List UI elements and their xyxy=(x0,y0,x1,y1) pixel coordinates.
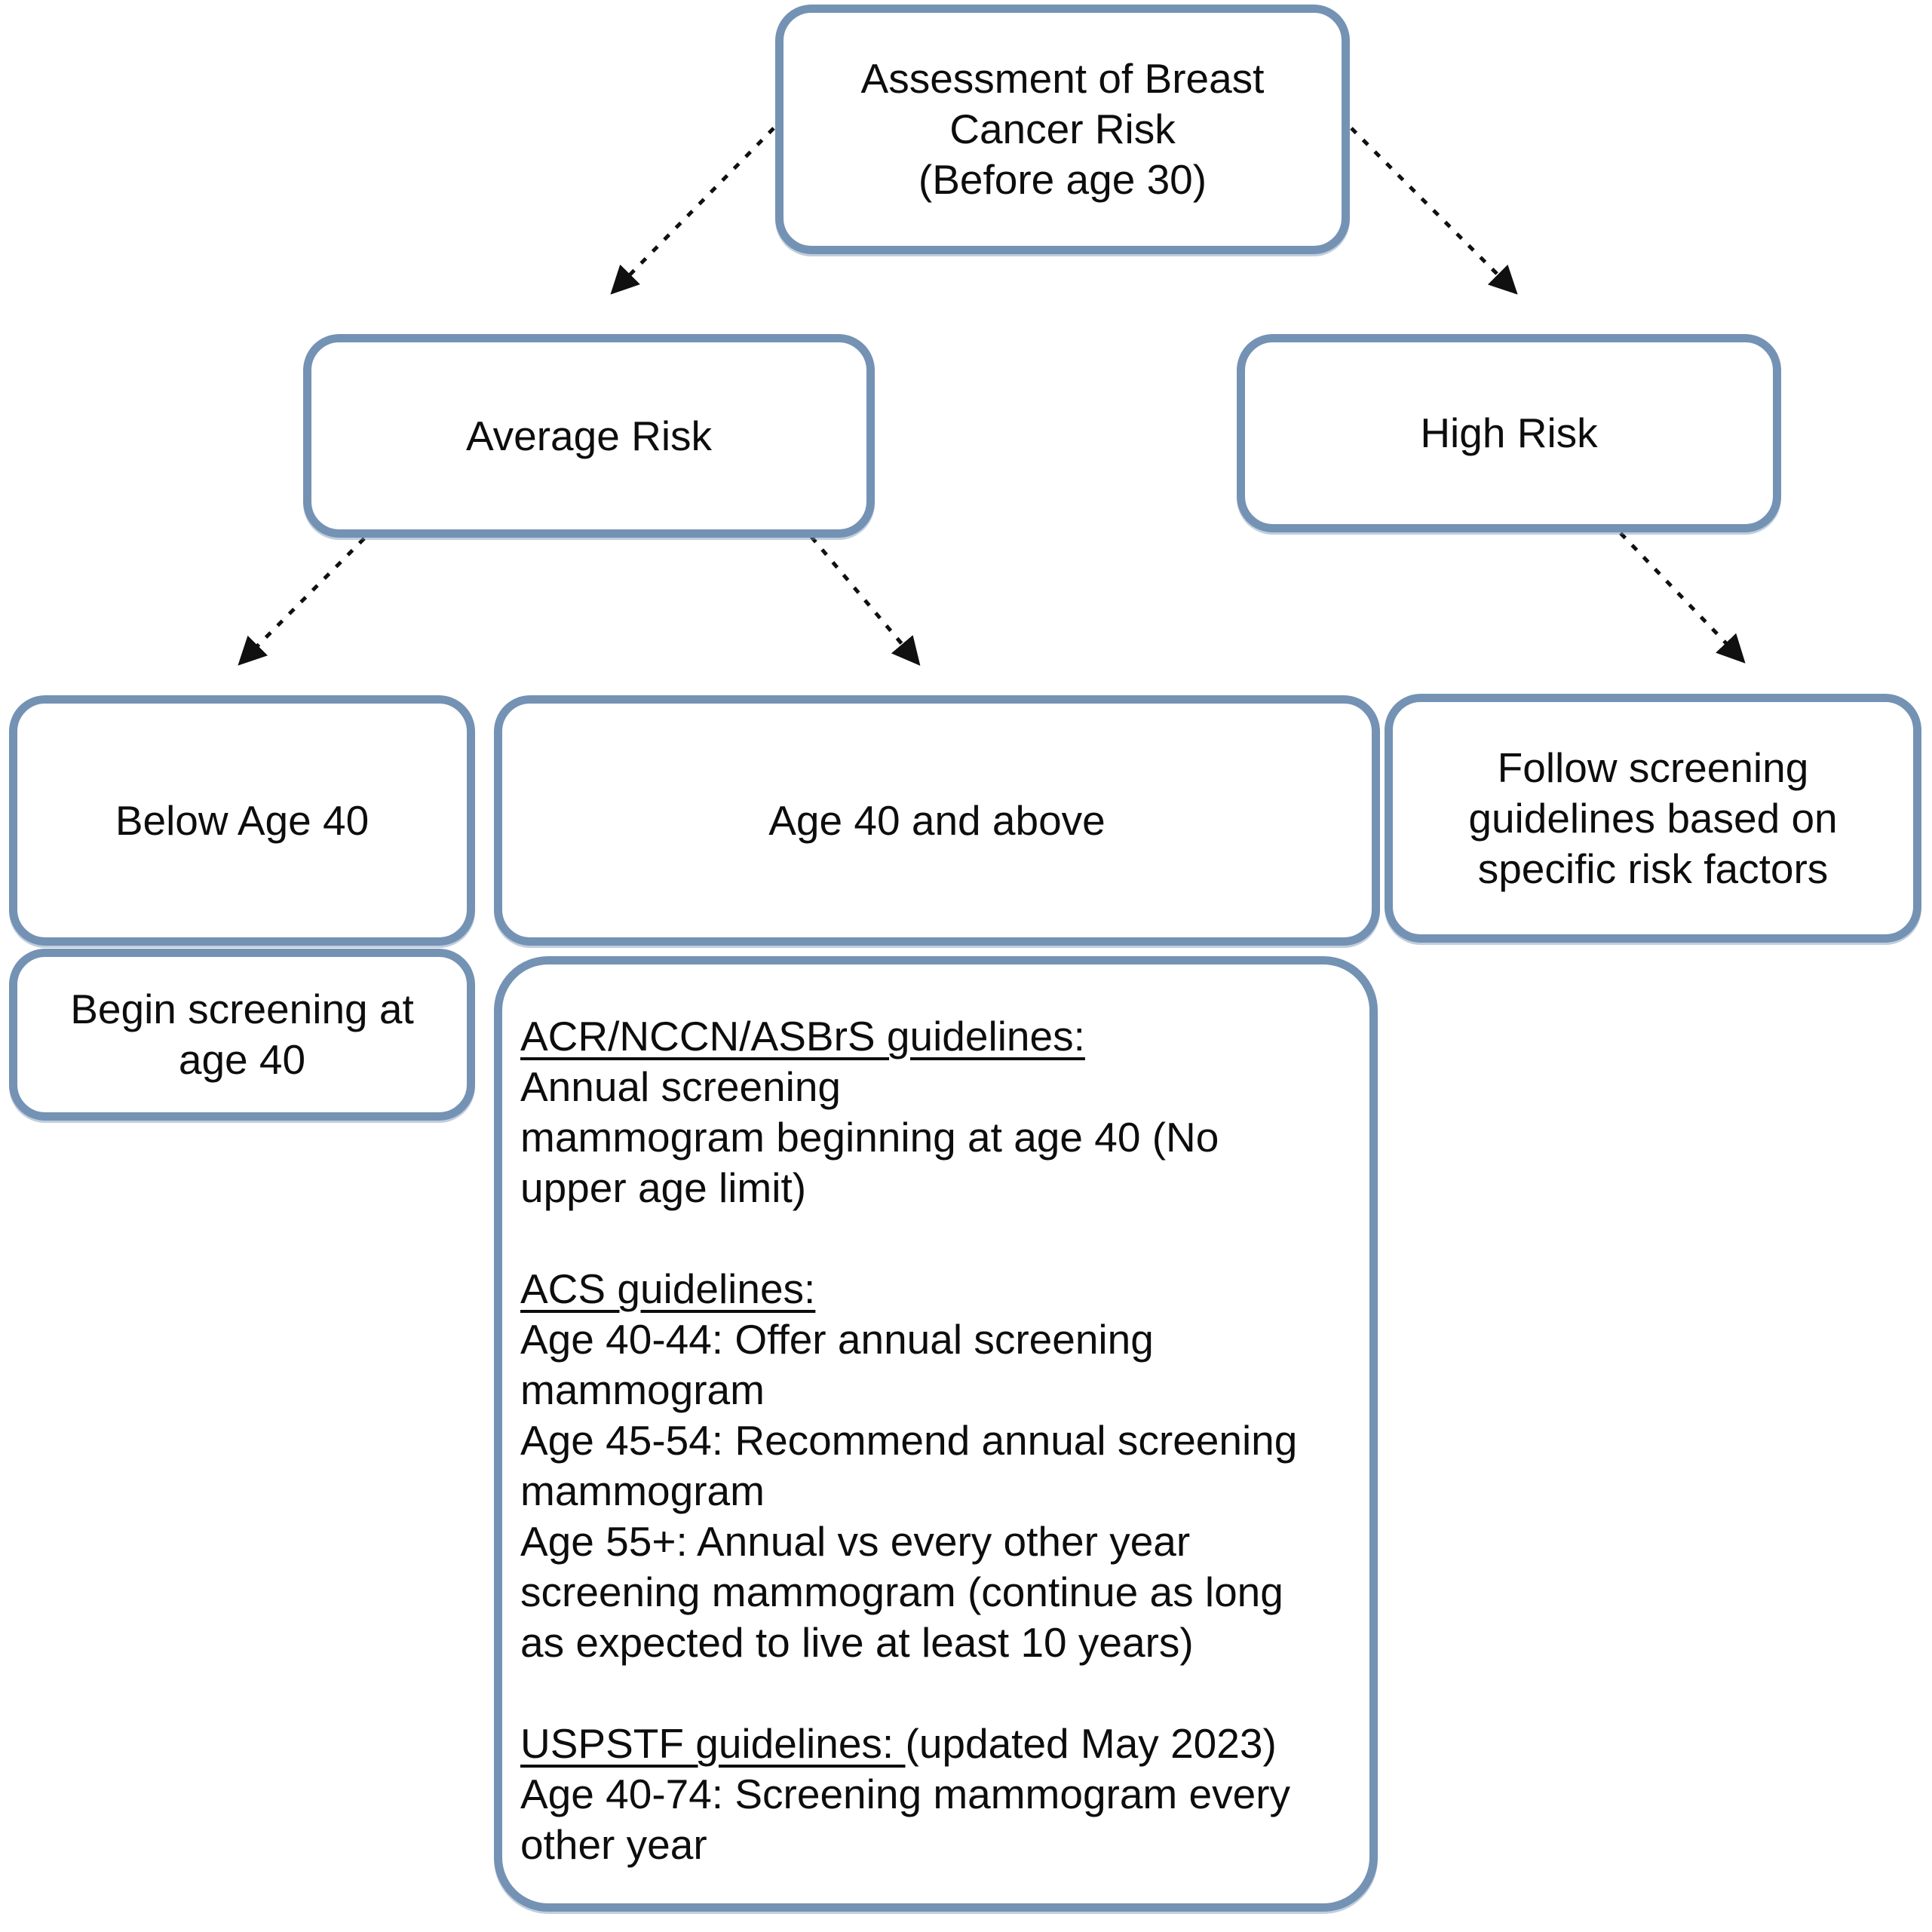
section-heading-row: USPSTF guidelines: (updated May 2023) xyxy=(520,1720,1277,1767)
section-body: Annual screening mammogram beginning at … xyxy=(520,1063,1219,1211)
arrow-average-risk-to-below-age-40 xyxy=(238,537,366,666)
section-heading-row: ACR/NCCN/ASBrS guidelines: xyxy=(520,1013,1085,1060)
node-follow-screening-guidelines: Follow screening guidelines based on spe… xyxy=(1385,694,1921,943)
node-age-40-and-above: Age 40 and above xyxy=(494,695,1380,946)
section-acs: ACS guidelines: Age 40-44: Offer annual … xyxy=(520,1264,1297,1668)
section-heading: USPSTF guidelines: xyxy=(520,1720,906,1767)
arrow-high-risk-to-follow-guidelines xyxy=(1619,532,1746,664)
node-assessment-of-breast-cancer-risk: Assessment of Breast Cancer Risk (Before… xyxy=(775,5,1350,254)
section-heading-row: ACS guidelines: xyxy=(520,1265,815,1312)
arrow-assessment-to-high-risk xyxy=(1350,127,1518,295)
arrow-average-risk-to-age-40-and-above xyxy=(810,535,921,666)
section-acr-nccn-asbrs: ACR/NCCN/ASBrS guidelines: Annual screen… xyxy=(520,1011,1219,1213)
section-body: Age 40-74: Screening mammogram every oth… xyxy=(520,1771,1291,1868)
node-below-age-40: Below Age 40 xyxy=(9,695,475,946)
arrow-assessment-to-average-risk xyxy=(610,127,775,295)
section-heading: ACS guidelines: xyxy=(520,1265,816,1312)
node-screening-guidelines-detail: ACR/NCCN/ASBrS guidelines: Annual screen… xyxy=(494,956,1378,1912)
node-average-risk: Average Risk xyxy=(303,334,875,538)
section-body: Age 40-44: Offer annual screening mammog… xyxy=(520,1316,1298,1666)
node-begin-screening-at-age-40: Begin screening at age 40 xyxy=(9,949,475,1121)
node-high-risk: High Risk xyxy=(1237,334,1781,532)
section-uspstf: USPSTF guidelines: (updated May 2023) Ag… xyxy=(520,1719,1290,1870)
section-heading: ACR/NCCN/ASBrS guidelines: xyxy=(520,1013,1085,1060)
section-heading-suffix: (updated May 2023) xyxy=(905,1720,1277,1767)
